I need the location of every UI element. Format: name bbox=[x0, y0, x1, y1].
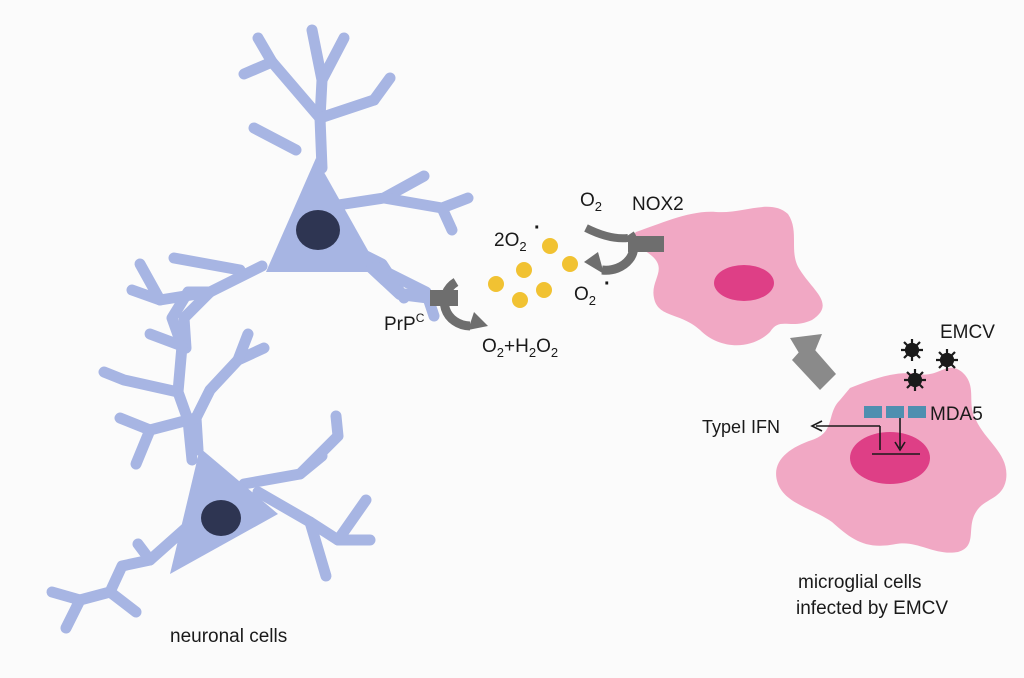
label-microglia-line2: infected by EMCV bbox=[796, 598, 948, 619]
label-superoxide-2o2: 2O2 bbox=[494, 230, 527, 254]
label-o2-top: O2 bbox=[580, 190, 602, 214]
ros-dot bbox=[512, 292, 528, 308]
label-prpc: PrPC bbox=[384, 311, 425, 335]
ros-dot bbox=[562, 256, 578, 272]
label-type-ifn: TypeI IFN bbox=[702, 417, 780, 437]
label-mda5: MDA5 bbox=[930, 404, 983, 425]
upper-neuron bbox=[98, 24, 474, 466]
label-neuronal-cells: neuronal cells bbox=[170, 626, 287, 647]
lower-neuron-nucleus bbox=[201, 500, 241, 536]
label-radical-dot: · bbox=[534, 217, 541, 239]
lower-microglia-nucleus bbox=[850, 432, 930, 484]
prp-receptor-icon bbox=[430, 278, 488, 331]
emcv-virus-icon bbox=[901, 339, 958, 391]
activation-arrow-head bbox=[790, 334, 822, 368]
ros-dot bbox=[542, 238, 558, 254]
lower-microglia bbox=[776, 367, 1007, 553]
label-o2-h2o2: O2+H2O2 bbox=[482, 336, 558, 360]
label-o2-right: O2 bbox=[574, 284, 596, 308]
ros-dot bbox=[536, 282, 552, 298]
nox2-receptor-icon bbox=[584, 224, 664, 275]
lower-neuron-dendrites bbox=[46, 328, 376, 634]
lower-neuron bbox=[46, 328, 376, 634]
label-emcv: EMCV bbox=[940, 322, 995, 343]
label-radical-dot-right: · bbox=[604, 273, 611, 295]
upper-microglia bbox=[632, 206, 823, 346]
label-microglia-line1: microglial cells bbox=[798, 572, 922, 593]
ros-dot bbox=[488, 276, 504, 292]
ros-dot bbox=[516, 262, 532, 278]
label-nox2: NOX2 bbox=[632, 194, 684, 215]
superoxide-dots bbox=[488, 238, 578, 308]
mda5-receptor-icon bbox=[864, 406, 926, 418]
upper-microglia-nucleus bbox=[714, 265, 774, 301]
ifn-signal-arrows bbox=[810, 418, 920, 455]
upper-neuron-nucleus bbox=[296, 210, 340, 250]
upper-neuron-axon bbox=[366, 262, 438, 304]
